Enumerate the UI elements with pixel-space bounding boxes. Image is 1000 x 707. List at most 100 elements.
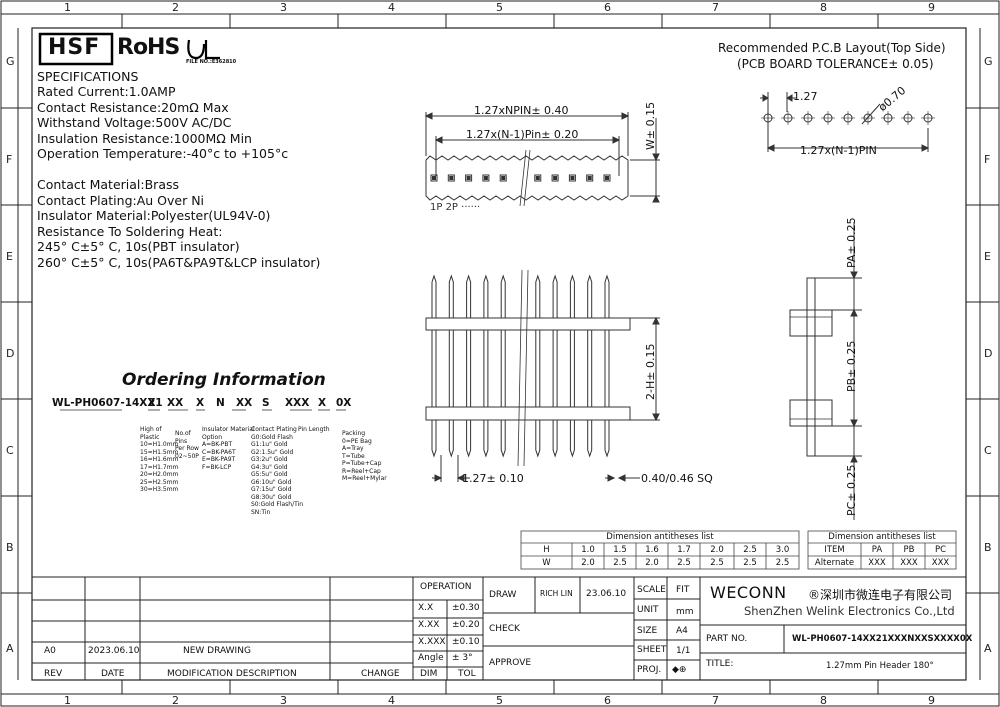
ordering-legend-line: E=BK-PA9T (202, 456, 236, 463)
change-header: CHANGE (361, 669, 400, 679)
top-view-pin-core (466, 176, 471, 180)
approve-label: APPROVE (489, 658, 532, 668)
ordering-legend-line: A=BK-PBT (202, 441, 233, 448)
dim-table-2-cell: XXX (931, 558, 950, 568)
dim-table-1-cell: 2.5 (710, 558, 724, 568)
sheet-label: SHEET (637, 645, 667, 655)
ordering-legend-line: Packing (342, 430, 366, 437)
top-view-pin-core (553, 176, 558, 180)
company-name-cn: ®深圳市微连电子有限公司 (808, 588, 953, 602)
tolerance-value: ±0.20 (452, 620, 480, 630)
spec-line: Withstand Voltage:500V AC/DC (37, 115, 232, 130)
dim-pa: PA± 0.25 (845, 217, 858, 268)
ordering-code-segment: XX (236, 397, 253, 409)
front-view (425, 269, 660, 482)
dim-pitch: 1.27± 0.10 (462, 472, 524, 485)
front-view-pin-top (431, 274, 437, 318)
part-no-label: PART NO. (706, 634, 748, 644)
ordering-legend-line: Contact Plating (251, 426, 297, 433)
top-view-pin-core (587, 176, 592, 180)
ordering-code-segment: XX (167, 397, 184, 409)
dim-table-2-cell: PC (934, 545, 947, 555)
dim-table-1-cell: 3.0 (775, 545, 790, 555)
front-view-pin-top (466, 274, 472, 318)
ordering-legend-line: G5:5u" Gold (251, 471, 288, 478)
ordering-legend-line: G6:10u" Gold (251, 478, 292, 486)
dim-table-2-cell: PA (871, 545, 883, 555)
zone-col-top: 8 (820, 1, 827, 14)
zone-col-top: 5 (496, 1, 503, 14)
dim-pin-square: 0.40/0.46 SQ (641, 472, 713, 485)
top-view-pin (499, 174, 507, 182)
dimension-table-2-grid (807, 530, 957, 570)
dim-table-1-title: Dimension antitheses list (606, 532, 714, 542)
ordering-legend-line: No.of (175, 430, 191, 437)
top-view-pin (465, 174, 473, 182)
operation-label: OPERATION (420, 582, 472, 592)
zone-col-bottom: 1 (64, 694, 71, 707)
dim-height: 2-H± 0.15 (644, 343, 657, 400)
top-view-pins (430, 174, 611, 182)
front-view-pin-bottom (448, 420, 454, 458)
dim-width: W± 0.15 (644, 101, 657, 150)
ordering-legend-line: Plastic (140, 433, 160, 441)
draw-date: 23.06.10 (586, 589, 627, 599)
top-view-pin (603, 174, 611, 182)
title-label: TITLE: (706, 659, 734, 669)
dim-table-2-title: Dimension antitheses list (828, 532, 936, 542)
title-block-grid (32, 576, 966, 680)
zone-row-right: D (984, 347, 993, 360)
dim-table-2-cell: XXX (868, 558, 886, 568)
tol-header: TOL (458, 669, 476, 679)
ordering-code-segment: S (262, 397, 270, 409)
ordering-legend-line: C=BK-PA6T (202, 448, 236, 456)
ordering-legend-line: G8:30u" Gold (251, 493, 292, 501)
side-view (789, 222, 862, 520)
top-view-pin-core (501, 176, 506, 180)
ul-logo-file-no: FILE NO.:E362810 (186, 59, 237, 65)
zone-row-left: G (6, 55, 15, 68)
zone-row-left: A (6, 642, 14, 655)
ordering-legend-line: 15=H1.5mm (140, 448, 179, 456)
front-view-pin-bottom (604, 420, 610, 458)
size-label: SIZE (637, 626, 658, 636)
front-view-pin-top (587, 274, 593, 318)
ordering-legend-line: Pins (175, 437, 188, 445)
dim-table-2-cell: Alternate (814, 558, 855, 568)
ordering-legend-line: G7:15u" Gold (251, 486, 292, 493)
spec-line: Contact Resistance:20mΩ Max (37, 99, 229, 115)
date-header: DATE (101, 669, 125, 679)
zone-col-top: 3 (280, 1, 287, 14)
zone-row-left: F (6, 153, 13, 166)
drawing-title: 1.27mm Pin Header 180° (826, 661, 934, 671)
zone-col-bottom: 3 (280, 694, 287, 707)
spec-line: Rated Current:1.0AMP (37, 84, 176, 99)
front-view-pin-top (535, 274, 541, 318)
front-view-pin-bottom (500, 420, 506, 458)
ordering-legend-line: G3:2u" Gold (251, 456, 288, 463)
dim-table-1-cell: H (543, 545, 550, 555)
dim-header: DIM (420, 669, 438, 679)
zone-col-bottom: 4 (388, 694, 395, 707)
scale-value: FIT (676, 585, 690, 595)
pcb-layout-title: Recommended P.C.B Layout(Top Side) (718, 41, 946, 55)
zone-col-bottom: 6 (604, 694, 611, 707)
hsf-logo-box (38, 32, 114, 66)
unit-value: mm (676, 607, 694, 617)
ordering-legend-line: G0:Gold Flash (251, 433, 293, 441)
dim-pb: PB± 0.25 (845, 340, 858, 392)
break-line (523, 269, 529, 467)
pcb-dim-span: 1.27x(N-1)PIN (800, 144, 877, 157)
dim-table-1-cell: 1.5 (613, 545, 627, 555)
top-view-pin (551, 174, 559, 182)
front-view-pin-top (569, 274, 575, 318)
scale-label: SCALE (637, 585, 666, 595)
dim-table-1-cell: 1.7 (677, 545, 691, 555)
front-view-pin-bottom (431, 420, 437, 458)
